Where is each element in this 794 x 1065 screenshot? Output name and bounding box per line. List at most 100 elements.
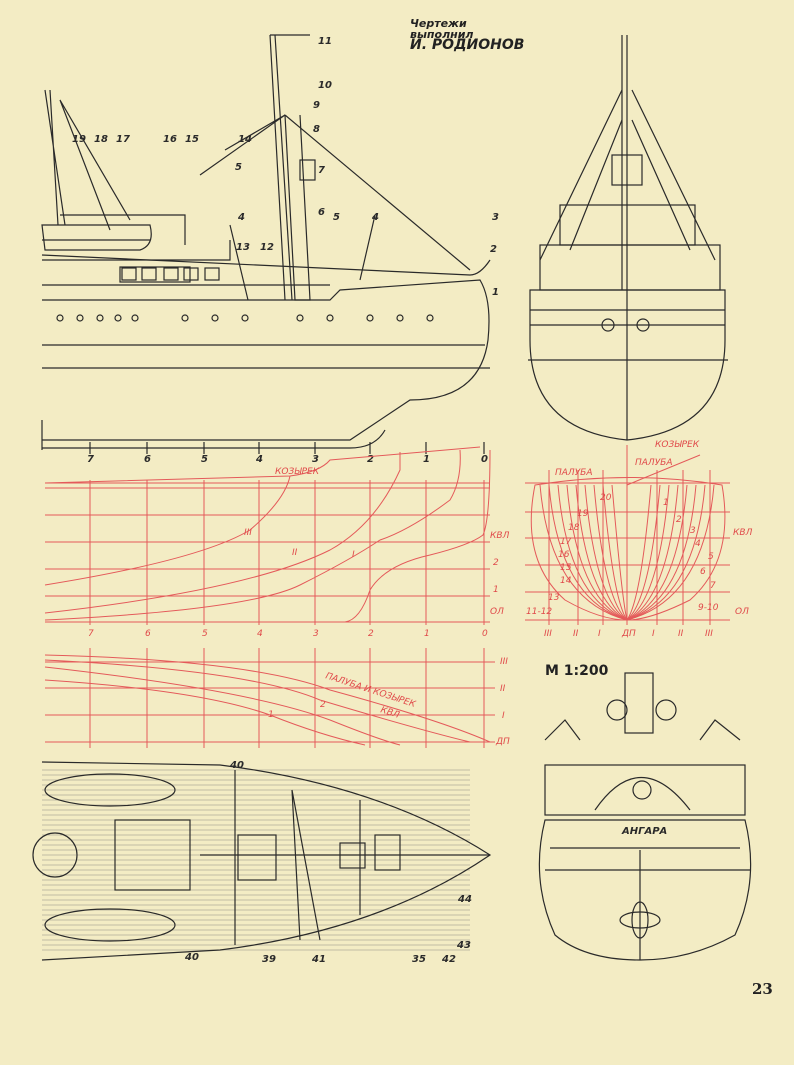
side-callout-17: 17	[116, 134, 130, 145]
porthole	[181, 314, 189, 322]
side-callout-5: 5	[333, 212, 340, 223]
frame-label-3: 3	[312, 454, 319, 465]
side-callout-7: 7	[318, 165, 325, 176]
drawing-credit: Чертежи выполнил И. РОДИОНОВ	[410, 17, 524, 52]
station-aft-13: 13	[548, 593, 560, 603]
station-label-0: 0	[482, 629, 488, 639]
bow-view	[528, 35, 728, 441]
section-aft	[593, 484, 628, 621]
side-callout-14: 14	[238, 134, 252, 145]
body-axis-label: ДП	[621, 629, 636, 639]
station-aft-17: 17	[560, 537, 572, 547]
station-label-7: 7	[88, 629, 94, 639]
station-label-4: 4	[257, 629, 263, 639]
porthole	[211, 314, 219, 322]
porthole	[366, 314, 374, 322]
section-fwd	[626, 484, 679, 621]
frame-label-6: 6	[144, 454, 151, 465]
label-forecastle: КОЗЫРЕК	[275, 467, 320, 477]
side-callout-19: 19	[72, 134, 86, 145]
station-aft-11-12: 11-12	[526, 607, 552, 617]
body-axis-label: III	[544, 629, 552, 639]
cabin-window	[204, 267, 220, 281]
side-callout-12: 12	[260, 242, 274, 253]
side-callout-4: 4	[237, 212, 245, 223]
section-aft	[557, 484, 628, 621]
section-aft	[575, 484, 628, 621]
station-aft-19: 19	[577, 509, 589, 519]
side-callout-18: 18	[94, 134, 108, 145]
section-fwd	[626, 484, 670, 621]
side-callout-1: 1	[492, 287, 499, 298]
section-fwd	[626, 484, 706, 621]
label-buttock-1: I	[352, 550, 355, 560]
hb-axis-II: II	[500, 684, 506, 694]
station-label-2: 2	[368, 629, 374, 639]
plan-callout-41: 41	[311, 954, 326, 965]
label-wl2: 2	[493, 558, 499, 568]
section-fwd	[626, 484, 688, 621]
porthole	[396, 314, 404, 322]
station-label-6: 6	[145, 629, 151, 639]
porthole	[76, 314, 84, 322]
half-breadth-plan: ПАЛУБА И КОЗЫРЕК КВЛ 2 1 III II I ДП	[44, 648, 510, 748]
plan-callout-40: 40	[229, 760, 244, 771]
frame-label-5: 5	[201, 454, 208, 465]
label-hb-wl2: 2	[320, 700, 326, 710]
frame-label-7: 7	[87, 454, 94, 465]
porthole	[241, 314, 249, 322]
label-wl1: 1	[493, 585, 499, 595]
plan-callout-43: 43	[456, 940, 471, 951]
station-aft-16: 16	[558, 550, 570, 560]
plan-callout-35: 35	[412, 954, 426, 965]
body-axis-label: I	[598, 629, 601, 639]
section-fwd	[626, 484, 715, 621]
label-dwl: КВЛ	[490, 531, 510, 541]
section-fwd	[626, 484, 697, 621]
station-label-3: 3	[313, 629, 319, 639]
cabin-window	[183, 267, 199, 281]
body-axis-label: I	[652, 629, 655, 639]
station-fwd-3: 3	[690, 526, 696, 536]
hb-axis-I: I	[502, 711, 505, 721]
station-label-5: 5	[202, 629, 208, 639]
label-buttock-3: III	[244, 528, 252, 538]
porthole	[131, 314, 139, 322]
porthole	[114, 314, 122, 322]
credit-line2: выполнил	[410, 28, 474, 41]
cabin-window	[163, 267, 179, 281]
credit-line1: Чертежи	[410, 17, 467, 30]
section-aft	[539, 484, 628, 621]
section-aft	[548, 484, 628, 621]
station-fwd-7: 7	[710, 581, 716, 591]
side-callout-16: 16	[163, 134, 177, 145]
station-fwd-4: 4	[695, 539, 701, 549]
section-aft	[566, 484, 628, 621]
station-aft-18: 18	[568, 523, 580, 533]
side-callout-3: 3	[492, 212, 499, 223]
body-axis-label: II	[573, 629, 579, 639]
stern-view: АНГАРА	[538, 672, 752, 961]
section-fwd	[626, 484, 652, 621]
label-bp-deck-left: ПАЛУБА	[555, 468, 593, 478]
section-aft	[602, 484, 628, 621]
station-aft-14: 14	[560, 576, 572, 586]
plan-callout-40: 40	[184, 952, 199, 963]
porthole	[56, 314, 64, 322]
frame-label-0: 0	[481, 454, 488, 465]
hb-axis-DP: ДП	[495, 737, 510, 747]
cabin-window	[121, 267, 137, 281]
side-callout-8: 8	[313, 124, 320, 135]
side-callout-11: 11	[318, 36, 332, 47]
porthole	[96, 314, 104, 322]
plan-callout-42: 42	[441, 954, 456, 965]
station-fwd-9-10: 9-10	[698, 603, 719, 613]
frame-label-1: 1	[423, 454, 430, 465]
plan-callout-44: 44	[457, 894, 472, 905]
label-bp-forecastle: КОЗЫРЕК	[655, 440, 700, 450]
section-aft	[611, 484, 628, 621]
body-axis-label: II	[678, 629, 684, 639]
section-fwd	[626, 484, 661, 621]
side-callout-9: 9	[313, 100, 320, 111]
